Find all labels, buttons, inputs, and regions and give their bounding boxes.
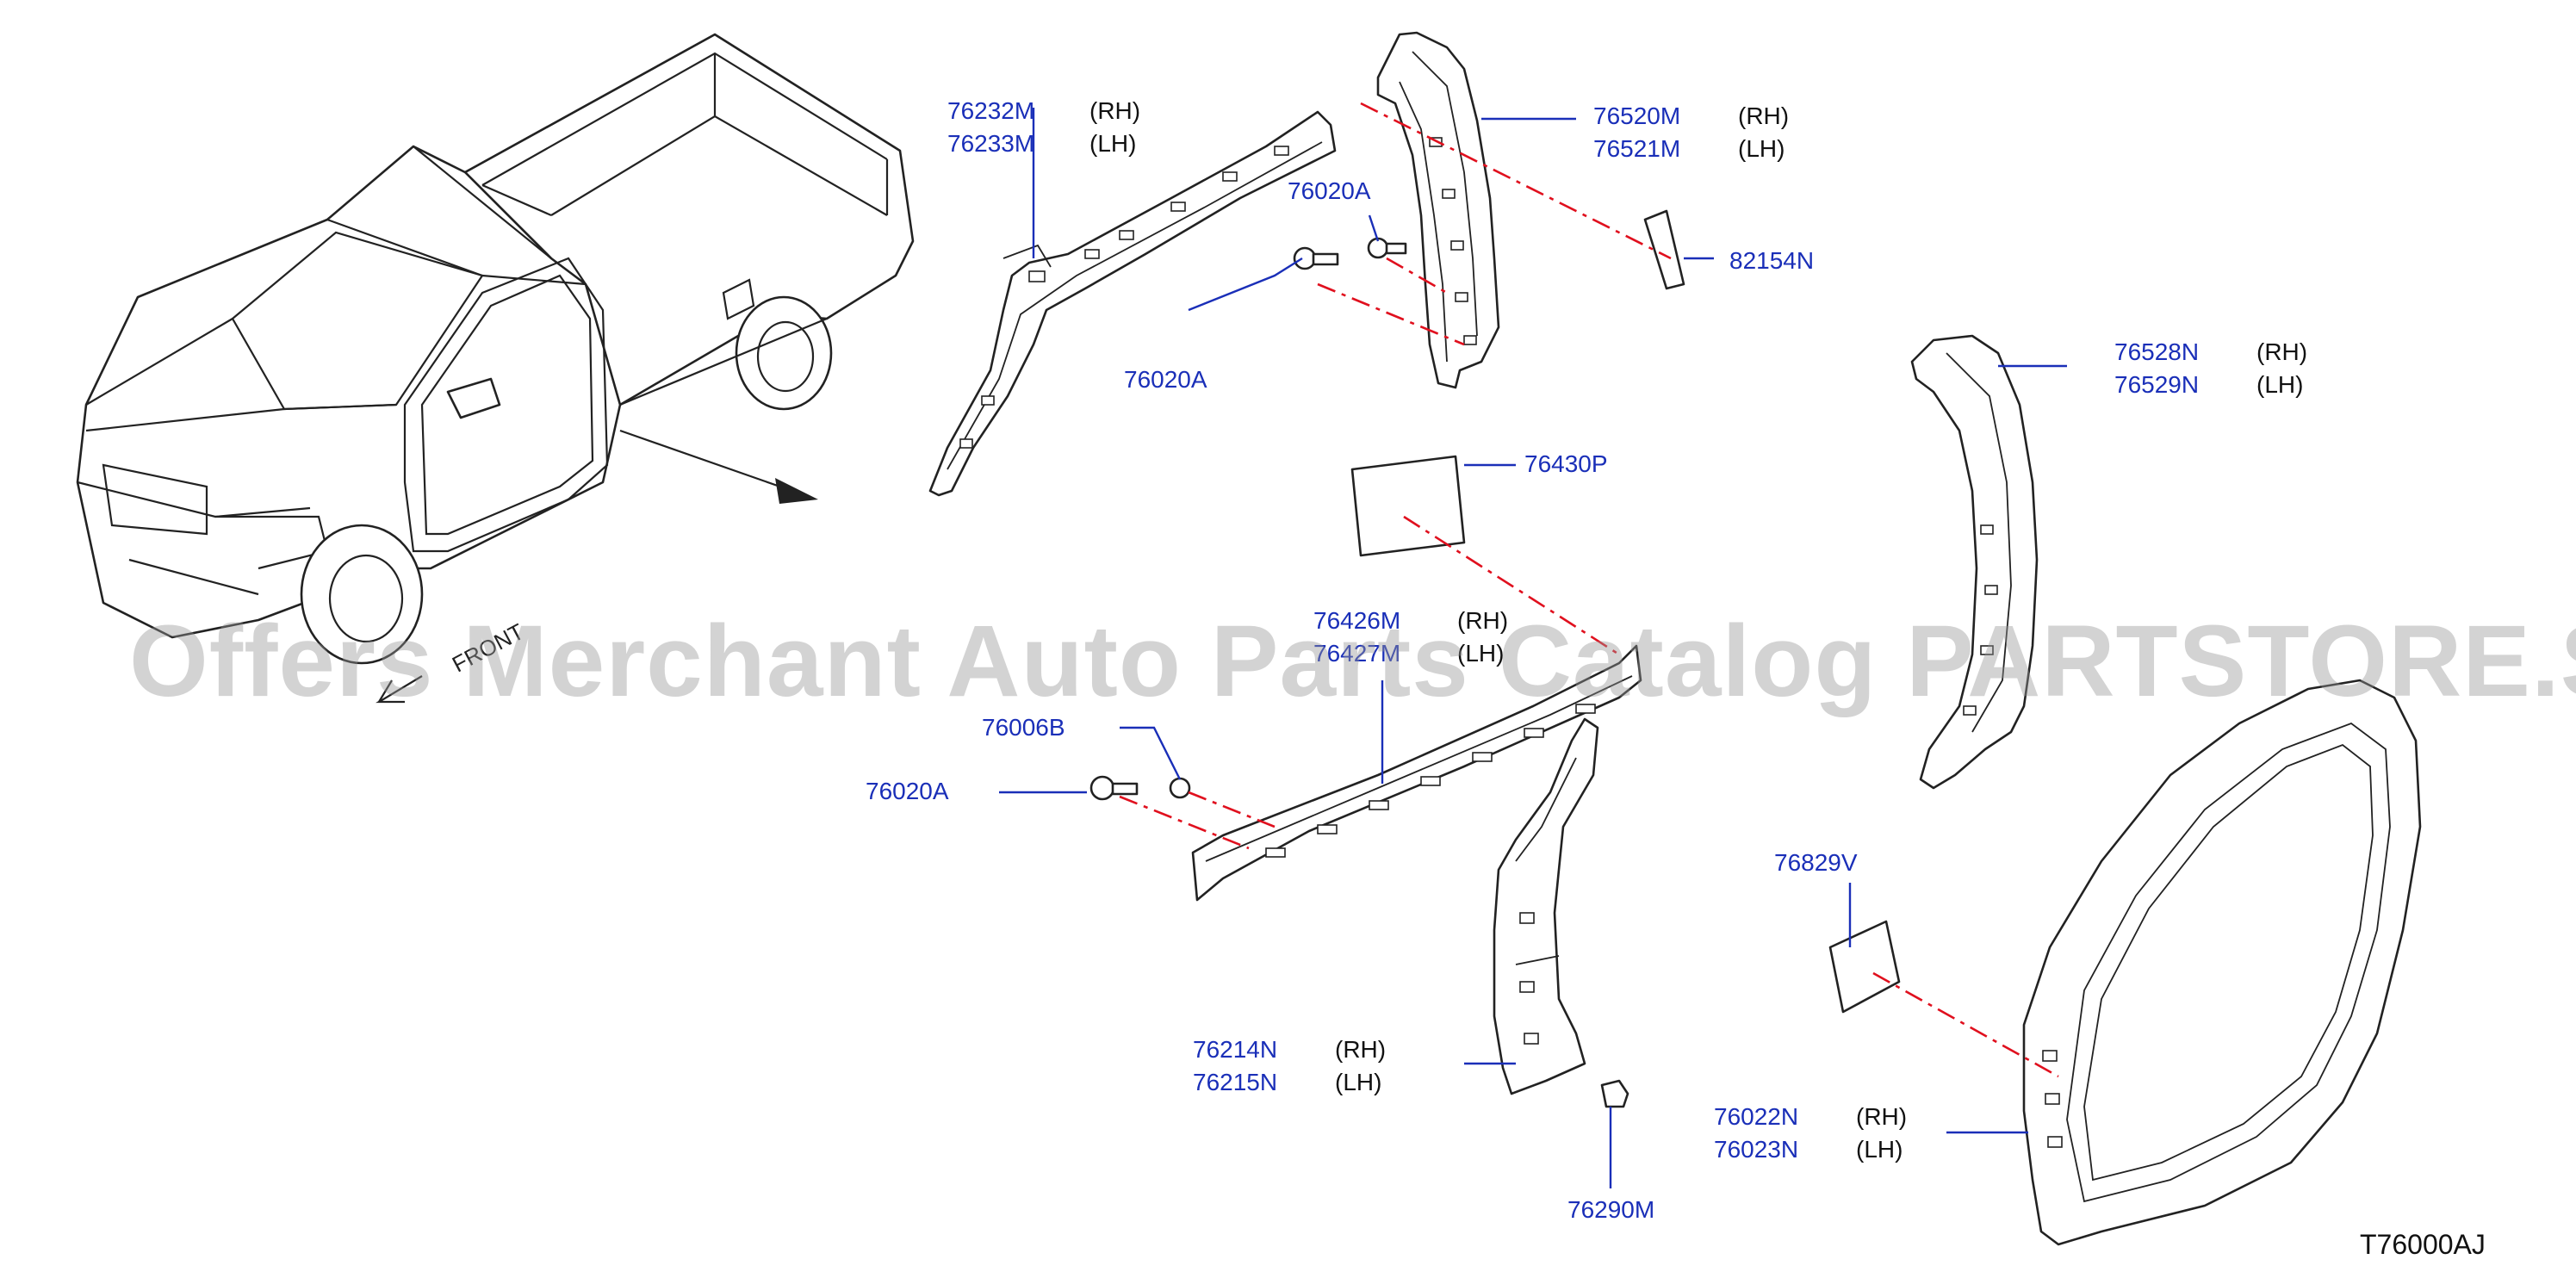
callout-76528n-side-2: (LH) [2256, 371, 2304, 398]
diagram-code: T76000AJ [2360, 1229, 2486, 1260]
callout-76214n-part-1: 76214N [1193, 1036, 1278, 1063]
callout-76232m-part-1: 76232M [947, 97, 1035, 124]
callout-76426m-side-2: (LH) [1457, 640, 1505, 667]
callout-76528n-part-1: 76528N [2114, 338, 2200, 365]
callout-76520m-side-2: (LH) [1738, 135, 1785, 162]
callout-76020a-mid: 76020A [1124, 366, 1207, 393]
callout-76430p: 76430P [1524, 450, 1608, 477]
callout-76426m-part-2: 76427M [1313, 640, 1401, 667]
callout-76528n-part-2: 76529N [2114, 371, 2200, 398]
callout-76426m-side-1: (RH) [1457, 607, 1509, 634]
part-76232m-drawing [928, 110, 1337, 497]
callout-76829v: 76829V [1774, 849, 1858, 876]
callout-76214n-part-2: 76215N [1193, 1069, 1278, 1095]
callout-76214n-side-2: (LH) [1335, 1069, 1382, 1095]
callout-76520m-part-2: 76521M [1593, 135, 1681, 162]
part-76528n-drawing [1910, 334, 2039, 790]
vehicle-overview [76, 33, 915, 704]
callout-76022n-side-1: (RH) [1856, 1103, 1908, 1130]
callout-76528n-side-1: (RH) [2256, 338, 2308, 365]
part-76520m-drawing [1376, 31, 1500, 389]
callout-76520m-part-1: 76520M [1593, 102, 1681, 129]
callout-76020a-low: 76020A [866, 778, 949, 804]
part-76022n-drawing [2022, 679, 2422, 1246]
callout-76022n-side-2: (LH) [1856, 1136, 1903, 1163]
centerlines [1119, 102, 2059, 1078]
callout-76520m-side-1: (RH) [1738, 102, 1790, 129]
callout-76020a-top: 76020A [1288, 177, 1371, 204]
part-76430p-drawing [1350, 455, 1466, 557]
bolt-76020a-low-drawing [1089, 775, 1191, 801]
leader-lines [999, 108, 2067, 1188]
part-82154n-drawing [1643, 209, 1685, 290]
callout-76426m-part-1: 76426M [1313, 607, 1401, 634]
bolt-76020a-top-drawing [1293, 237, 1407, 270]
callout-76022n-part-1: 76022N [1714, 1103, 1799, 1130]
callout-76232m-part-2: 76233M [947, 130, 1035, 157]
part-76426m-drawing [1191, 644, 1642, 902]
watermark: Offers Merchant Auto Parts Catalog PARTS… [129, 605, 2576, 718]
callout-76232m-side-1: (RH) [1089, 97, 1141, 124]
callout-76006b: 76006B [982, 714, 1065, 741]
part-76829v-drawing [1828, 920, 1901, 1014]
callout-76290m: 76290M [1567, 1196, 1655, 1223]
callout-76022n-part-2: 76023N [1714, 1136, 1799, 1163]
part-76290m-drawing [1600, 1079, 1629, 1108]
callout-76214n-side-1: (RH) [1335, 1036, 1387, 1063]
callout-76232m-side-2: (LH) [1089, 130, 1137, 157]
part-76214n-drawing [1493, 717, 1599, 1095]
callout-82154n: 82154N [1729, 247, 1815, 274]
